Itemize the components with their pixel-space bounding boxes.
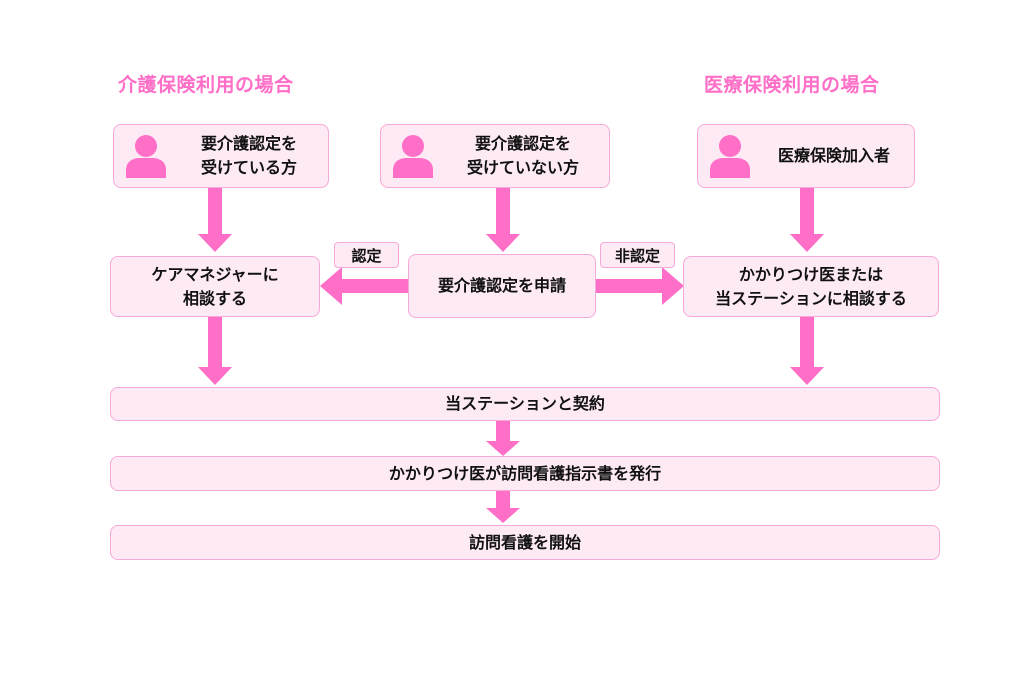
box-apply-certification: 要介護認定を申請 [408, 254, 596, 318]
box-not-certified: 要介護認定を 受けていない方 [380, 124, 610, 188]
arrow-down-care-manager [198, 317, 232, 385]
box-contract-text: 当ステーションと契約 [445, 394, 605, 413]
box-start-text: 訪問看護を開始 [468, 532, 581, 552]
label-certified: 認定 [334, 242, 399, 268]
box-start: 訪問看護を開始 [110, 525, 940, 560]
arrow-down-doctor [790, 317, 824, 385]
box-certified: 要介護認定を 受けている方 [113, 124, 329, 188]
arrow-right-not-certified [596, 267, 684, 305]
box-care-manager: ケアマネジャーに 相談する [110, 256, 320, 317]
box-certified-text: 要介護認定を 受けている方 [200, 134, 297, 177]
arrow-down-not-certified [486, 188, 520, 252]
person-icon [393, 135, 433, 178]
heading-medical-insurance: 医療保険利用の場合 [704, 74, 880, 96]
heading-care-insurance: 介護保険利用の場合 [118, 74, 294, 96]
arrow-down-medical [790, 188, 824, 252]
arrow-left-certified [320, 267, 408, 305]
box-not-certified-text: 要介護認定を 受けていない方 [466, 134, 579, 177]
box-care-manager-text: ケアマネジャーに 相談する [151, 264, 279, 308]
arrow-down-contract [486, 421, 520, 456]
box-doctor-or-station-text: かかりつけ医または 当ステーションに相談する [715, 264, 907, 308]
person-icon [126, 135, 166, 178]
box-instruction: かかりつけ医が訪問看護指示書を発行 [110, 456, 940, 491]
arrow-down-certified [198, 188, 232, 252]
box-apply-certification-text: 要介護認定を申請 [437, 276, 566, 295]
box-contract: 当ステーションと契約 [110, 387, 940, 421]
person-icon [710, 135, 750, 178]
box-doctor-or-station: かかりつけ医または 当ステーションに相談する [683, 256, 939, 317]
arrow-down-instruction [486, 491, 520, 523]
box-instruction-text: かかりつけ医が訪問看護指示書を発行 [388, 463, 662, 483]
label-not-certified: 非認定 [600, 242, 675, 268]
box-medical-insured: 医療保険加入者 [697, 124, 915, 188]
box-medical-insured-text: 医療保険加入者 [777, 146, 890, 165]
